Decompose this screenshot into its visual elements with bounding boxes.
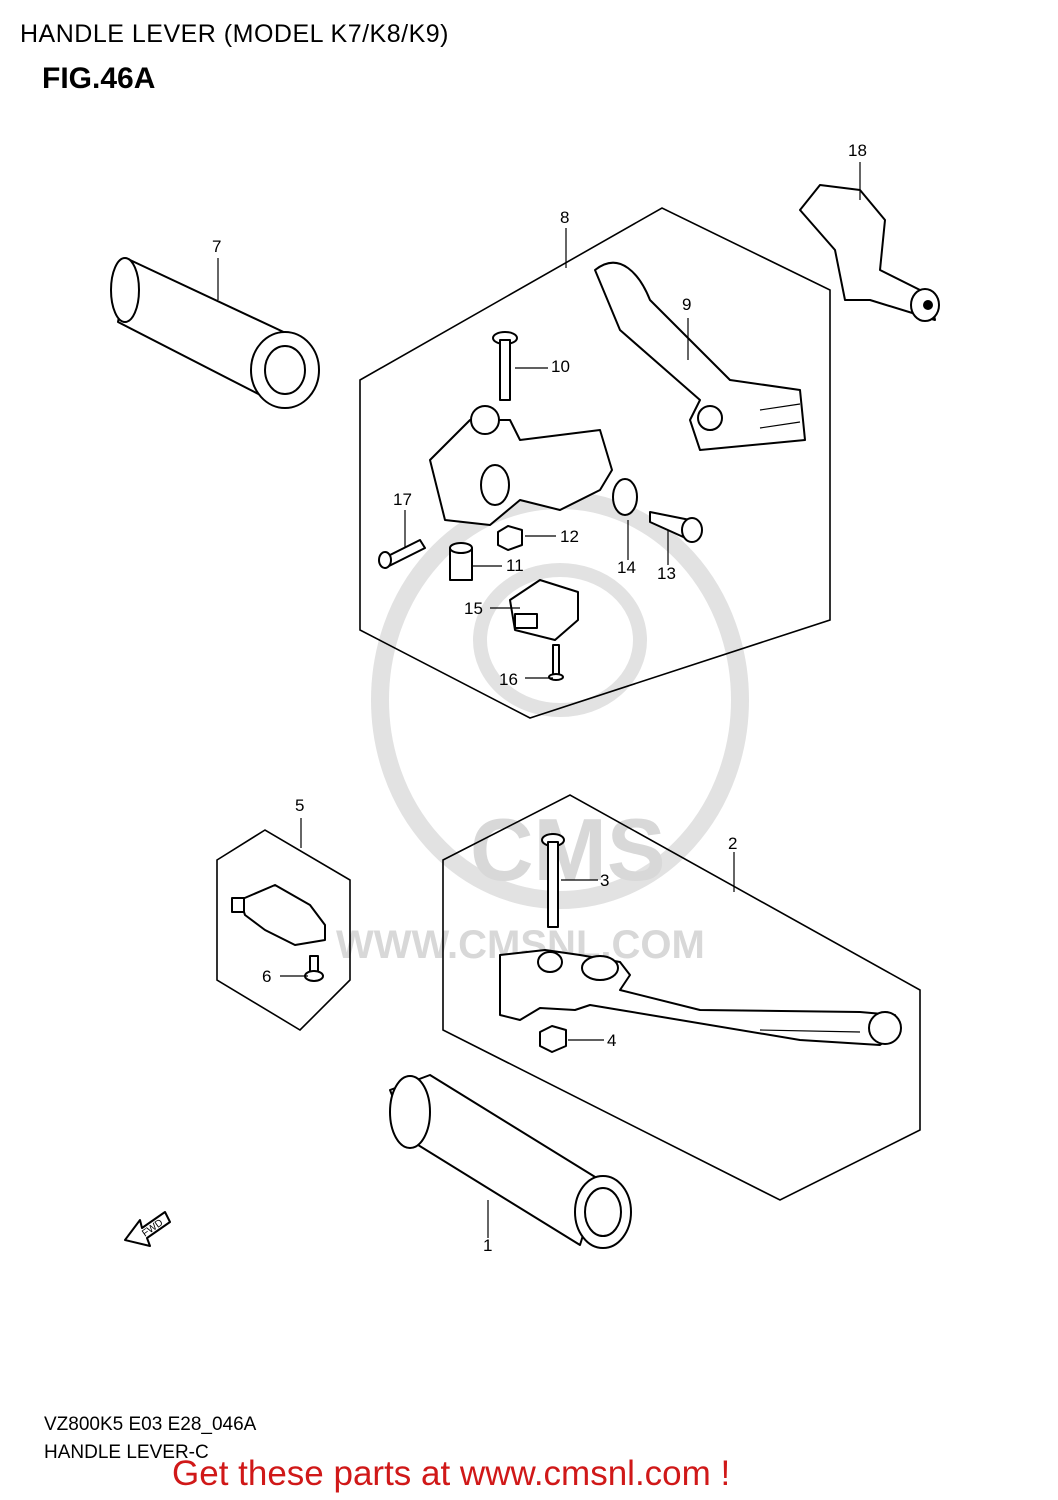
- callout-5: 5: [295, 796, 304, 815]
- callout-9: 9: [682, 295, 691, 314]
- callout-15: 15: [464, 599, 483, 618]
- callout-8: 8: [560, 208, 569, 227]
- callout-2: 2: [728, 834, 737, 853]
- callout-12: 12: [560, 527, 579, 546]
- callout-13: 13: [657, 564, 676, 583]
- callout-14: 14: [617, 558, 636, 577]
- callout-1: 1: [483, 1236, 492, 1255]
- group-2-frame: [442, 794, 921, 1201]
- throttle-grip-part-1: [389, 1074, 632, 1249]
- switch-part-15: [509, 579, 579, 641]
- screw-part-6: [304, 955, 324, 982]
- callout-4: 4: [607, 1031, 616, 1050]
- nut-part-12: [497, 525, 523, 551]
- callout-7: 7: [212, 237, 221, 256]
- diagram-title: HANDLE LEVER (MODEL K7/K8/K9): [20, 20, 449, 48]
- callout-11: 11: [506, 556, 524, 575]
- callout-3: 3: [600, 871, 609, 890]
- fwd-arrow-icon: FWD: [124, 1211, 171, 1247]
- switch-part-5: [231, 884, 326, 946]
- callout-10: 10: [551, 357, 570, 376]
- diagram-caption: HANDLE LEVER-C: [44, 1442, 209, 1463]
- grip-part-7: [110, 257, 320, 409]
- callout-6: 6: [262, 967, 271, 986]
- cta-link[interactable]: Get these parts at www.cmsnl.com !: [172, 1454, 731, 1493]
- callout-18: 18: [848, 141, 867, 160]
- clutch-lever-part-9: [594, 261, 806, 451]
- nut-part-4: [539, 1025, 567, 1053]
- group-5-frame: [216, 829, 351, 1032]
- cms-watermark: CMS WWW.CMSNL.COM: [336, 491, 749, 967]
- group-8-frame: [359, 207, 831, 719]
- screw-part-17: [378, 539, 426, 569]
- watermark-brand: CMS: [470, 800, 666, 899]
- adjuster-bolt-part-13: [649, 511, 703, 543]
- lever-bracket: [429, 405, 613, 526]
- diagram-code: VZ800K5 E03 E28_046A: [44, 1414, 257, 1435]
- leader-lines: [217, 162, 861, 1238]
- callout-17: 17: [393, 490, 412, 509]
- callout-16: 16: [499, 670, 518, 689]
- figure-number: FIG.46A: [42, 62, 156, 95]
- cover-part-18: [799, 184, 940, 322]
- bolt-part-10: [492, 331, 518, 401]
- brake-lever-assembly: [499, 949, 902, 1046]
- bolt-part-3: [541, 833, 565, 928]
- adjuster-part-14: [612, 478, 638, 516]
- screw-part-16: [548, 644, 564, 681]
- collar-part-11: [449, 542, 473, 581]
